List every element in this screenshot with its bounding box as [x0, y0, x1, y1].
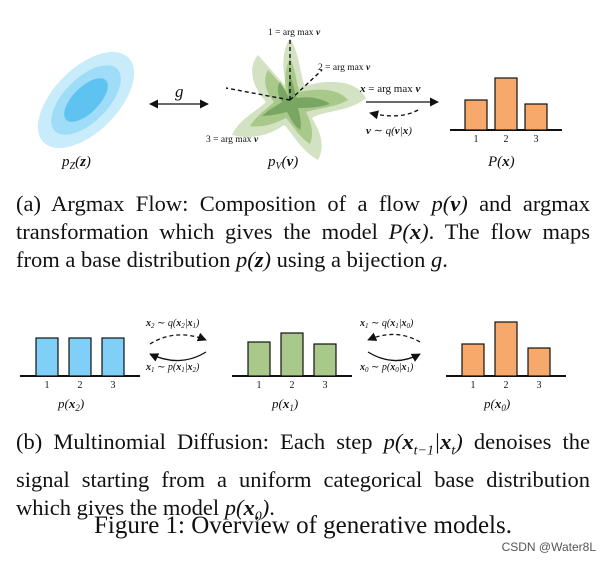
- bar: [494, 321, 518, 377]
- caption-a-text-1: (a) Argmax Flow: Composition of a flow: [16, 191, 432, 216]
- bar-chart-x0: 1 2 3: [446, 321, 566, 391]
- caption-b-math-2: p(x0): [224, 494, 270, 525]
- transition-bottom-1: x1 ∼ p(x1|x2): [145, 362, 200, 374]
- bar: [494, 77, 518, 131]
- bar-chart-x2: 1 2 3: [20, 337, 140, 391]
- figure-title: Figure 1: Overview of generative models.: [94, 512, 512, 539]
- base-distribution: [37, 51, 135, 149]
- transition-top-2: x1 ∼ q(x1|x0): [359, 318, 414, 330]
- caption-a-math-1: p(v): [431, 191, 468, 216]
- bar-tick-label: 2: [504, 380, 509, 391]
- bar-chart-x1: 1 2 3: [232, 332, 352, 391]
- caption-b-text-3: .: [269, 494, 275, 520]
- transition-top-1: x2 ∼ q(x2|x1): [145, 318, 200, 330]
- forward-noise-arrow-1: [149, 332, 207, 345]
- argmax-label-3: 3 = arg max v: [206, 135, 259, 145]
- model-label: P(x): [487, 154, 515, 170]
- bar-tick-label: 3: [111, 380, 116, 391]
- caption-b-text-2: denoises the signal starting from a unif…: [16, 429, 590, 520]
- bar-tick-label: 3: [537, 380, 542, 391]
- reverse-denoise-arrow-1: [149, 351, 207, 362]
- caption-b-math-1: p(xt−1|xt): [383, 429, 463, 459]
- flow-label: pV(v): [267, 154, 298, 172]
- bar-tick-label: 1: [45, 380, 50, 391]
- bijection-label: g: [175, 82, 184, 101]
- bar: [527, 347, 551, 377]
- caption-b: (b) Multinomial Diffusion: Each step p(x…: [16, 428, 590, 531]
- argmax-label-2: 2 = arg max v: [318, 63, 371, 73]
- bar-tick-label: 2: [78, 380, 83, 391]
- caption-a-math-4: g: [430, 247, 443, 272]
- bar: [68, 337, 92, 377]
- reverse-denoise-arrow-2: [367, 351, 421, 362]
- model-bar-chart: 1 2 3: [450, 77, 562, 145]
- label-x1: p(x1): [271, 396, 298, 413]
- argmax-label-1: 1 = arg max v: [268, 28, 321, 38]
- bar: [313, 343, 337, 377]
- bar-tick-label: 3: [534, 134, 539, 145]
- caption-a-math-3: p(z): [235, 247, 271, 272]
- backward-label: v ∼ q(v|x): [366, 125, 412, 137]
- bar-tick-label: 2: [504, 134, 509, 145]
- caption-a-text-2: and argmax transformation which gives th…: [16, 191, 590, 244]
- bar: [101, 337, 125, 377]
- bar: [247, 341, 271, 377]
- caption-a-text-4: using a bijection: [270, 247, 431, 272]
- transition-bottom-2: x0 ∼ p(x0|x1): [359, 362, 414, 374]
- label-x0: p(x0): [483, 396, 510, 413]
- flow-distribution: [232, 38, 366, 160]
- caption-b-text-1: (b) Multinomial Diffusion: Each step: [16, 429, 384, 454]
- argmax-boundaries: [225, 40, 323, 101]
- bar-tick-label: 1: [471, 380, 476, 391]
- bar-tick-label: 1: [474, 134, 479, 145]
- caption-a-math-2: P(x): [388, 219, 429, 244]
- bar: [524, 103, 548, 131]
- bar: [464, 99, 488, 131]
- bar-tick-label: 2: [290, 380, 295, 391]
- bar-tick-label: 3: [323, 380, 328, 391]
- caption-a: (a) Argmax Flow: Composition of a flow p…: [16, 190, 590, 274]
- caption-a-text-5: .: [442, 247, 448, 272]
- backward-arrow: [369, 109, 419, 120]
- forward-label: x = arg max v: [359, 83, 421, 95]
- watermark: CSDN @Water8L: [501, 540, 596, 554]
- caption-a-text-3: . The flow maps from a base distribution: [16, 219, 591, 272]
- forward-noise-arrow-2: [367, 332, 421, 343]
- bar: [461, 343, 485, 377]
- base-label: pZ(z): [61, 154, 91, 172]
- bar-tick-label: 1: [257, 380, 262, 391]
- label-x2: p(x2): [57, 396, 84, 413]
- bar: [35, 337, 59, 377]
- bar: [280, 332, 304, 377]
